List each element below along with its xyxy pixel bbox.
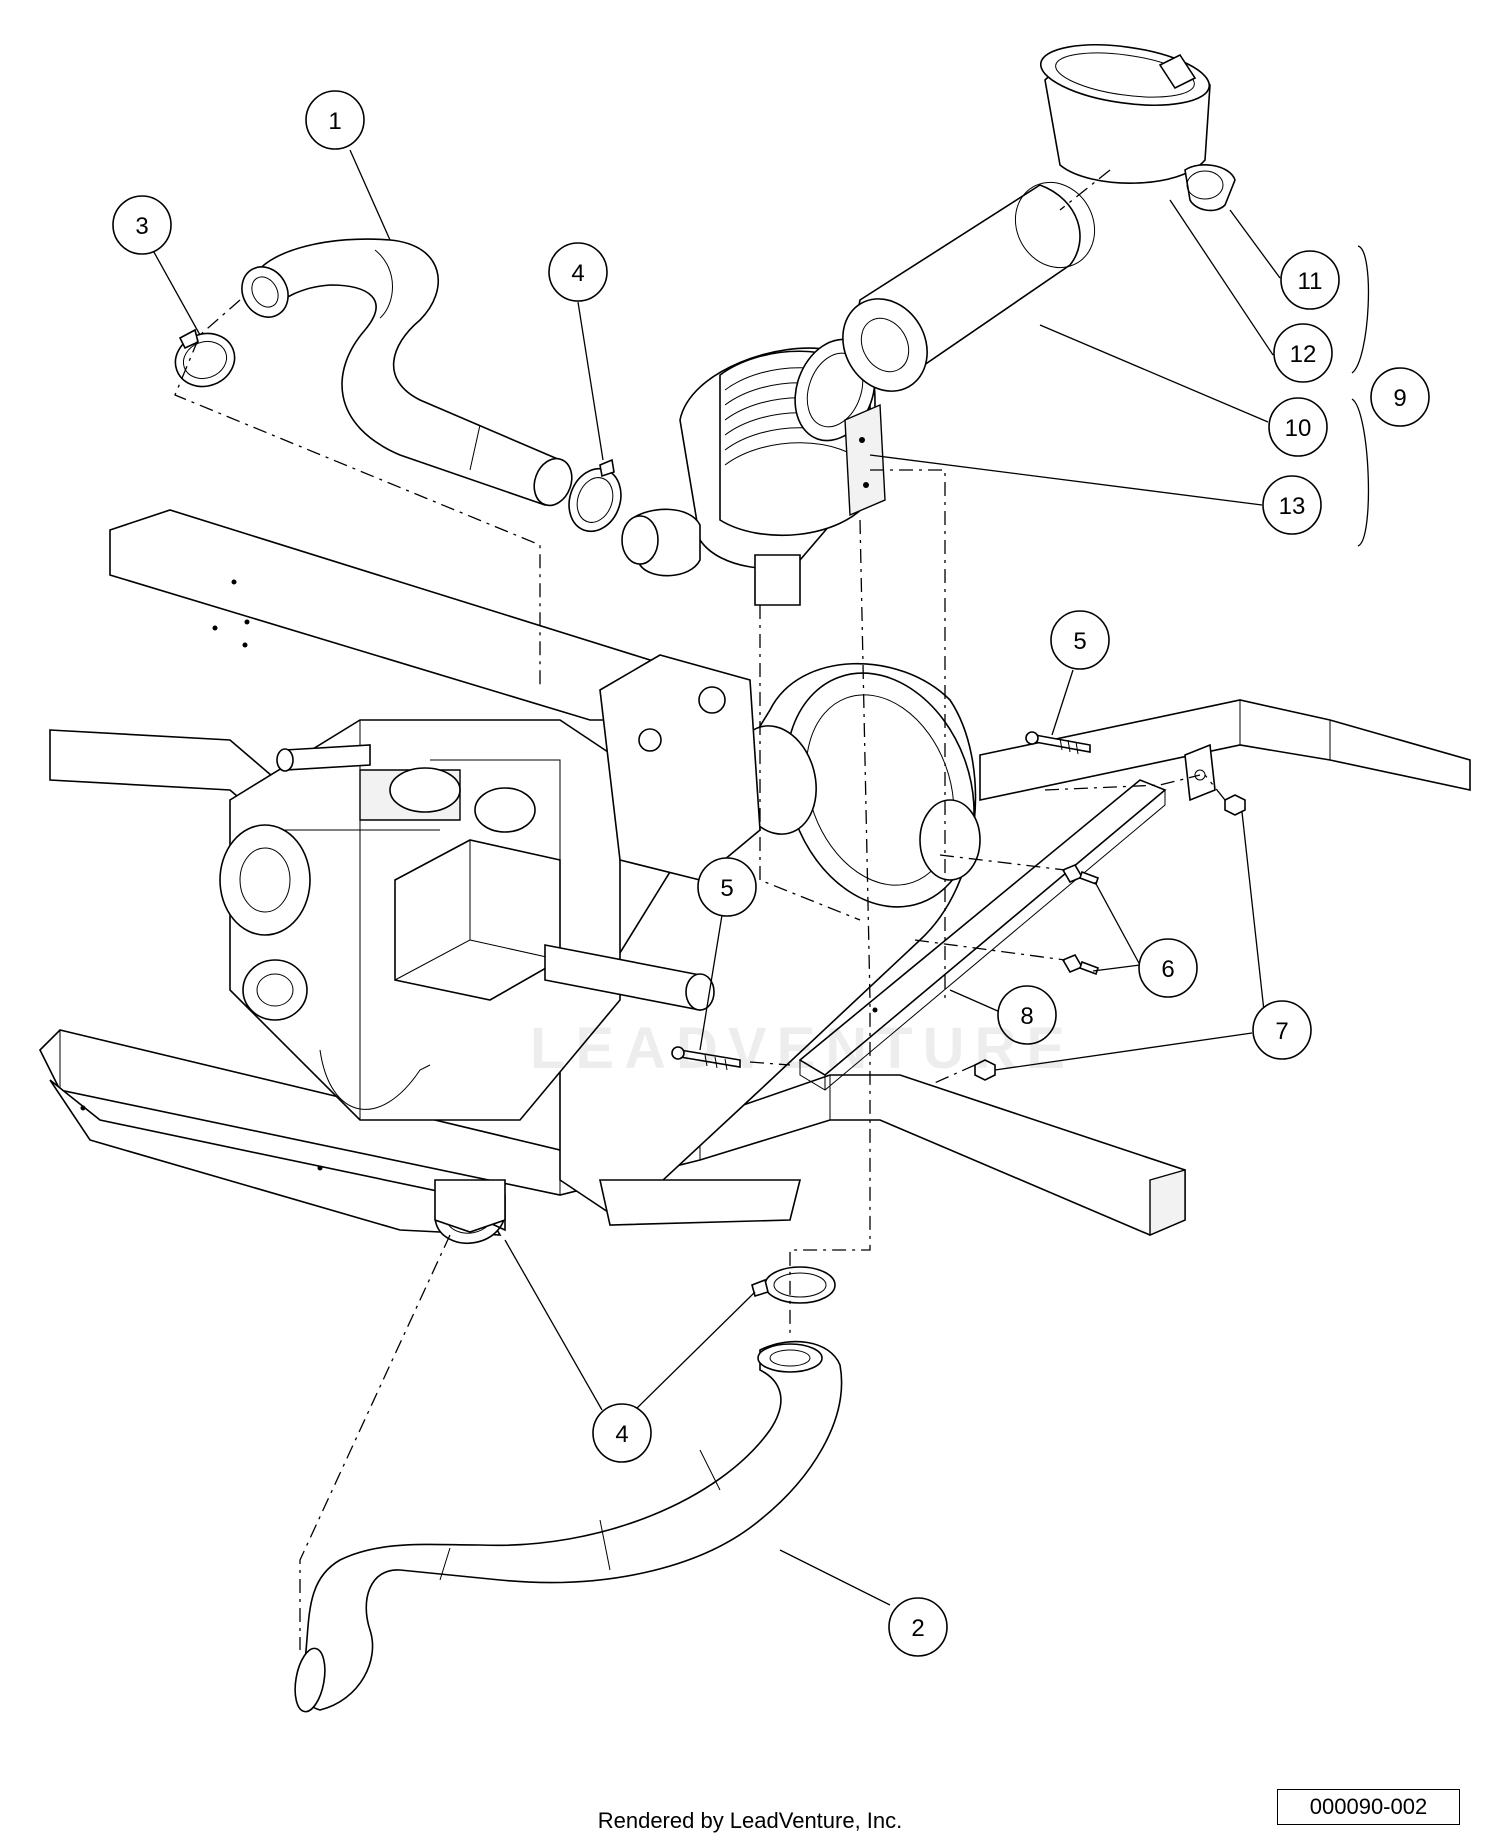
intake-hose-lower (294, 1340, 843, 1713)
nut-upper (1224, 794, 1246, 816)
footer-credit: Rendered by LeadVenture, Inc. (597, 1808, 903, 1833)
svg-text:6: 6 (1161, 956, 1174, 983)
svg-text:1: 1 (328, 108, 341, 135)
bolt-upper (1025, 731, 1091, 755)
callout-13: 13 (1262, 475, 1322, 535)
drawing-id: 000090-002 (1277, 1789, 1460, 1825)
engine-assembly (219, 654, 981, 1226)
callout-6: 6 (1138, 938, 1198, 998)
filter-element (842, 181, 1096, 392)
watermark-text: LEADVENTURE (530, 1016, 1076, 1081)
vacuator-valve (1184, 164, 1236, 212)
leader-lines (149, 149, 1370, 1606)
hose-clamp-lower-right (751, 1266, 836, 1304)
svg-text:4: 4 (571, 260, 584, 287)
callout-5-upper: 5 (1050, 610, 1110, 670)
callout-8: 8 (997, 985, 1057, 1045)
callout-11: 11 (1280, 250, 1340, 310)
callout-7: 7 (1252, 1000, 1312, 1060)
callout-10: 10 (1268, 397, 1328, 457)
assembly-lines (174, 169, 1226, 1650)
svg-text:12: 12 (1290, 341, 1317, 368)
callout-9: 9 (1370, 367, 1430, 427)
svg-text:11: 11 (1298, 268, 1323, 295)
svg-text:8: 8 (1020, 1003, 1033, 1030)
air-cleaner-assembly (621, 338, 886, 606)
svg-text:7: 7 (1275, 1018, 1288, 1045)
nut-lower (974, 1059, 996, 1081)
svg-text:13: 13 (1279, 493, 1306, 520)
callout-2: 2 (888, 1597, 948, 1657)
svg-text:2: 2 (911, 1615, 924, 1642)
svg-text:9: 9 (1393, 385, 1406, 412)
svg-text:10: 10 (1285, 415, 1312, 442)
hose-clamp-upper-left (174, 328, 236, 388)
outlet-spigot (434, 1179, 506, 1233)
screw-upper (1061, 863, 1100, 886)
callout-5-lower: 5 (697, 857, 757, 917)
svg-text:5: 5 (1073, 628, 1086, 655)
intake-hose-upper (241, 238, 573, 507)
svg-text:3: 3 (135, 213, 148, 240)
callout-1: 1 (305, 90, 365, 150)
mount-plate (1184, 743, 1216, 802)
hose-clamp-upper-mid (568, 458, 622, 533)
bolt-lower (671, 1046, 741, 1071)
svg-text:5: 5 (720, 875, 733, 902)
callout-3: 3 (112, 195, 172, 255)
svg-text:4: 4 (615, 1421, 628, 1448)
callout-4-lower: 4 (592, 1403, 652, 1463)
callout-12: 12 (1273, 323, 1333, 383)
air-cleaner-cover (1039, 44, 1211, 184)
screw-lower (1061, 953, 1100, 976)
callout-4-upper: 4 (548, 242, 608, 302)
